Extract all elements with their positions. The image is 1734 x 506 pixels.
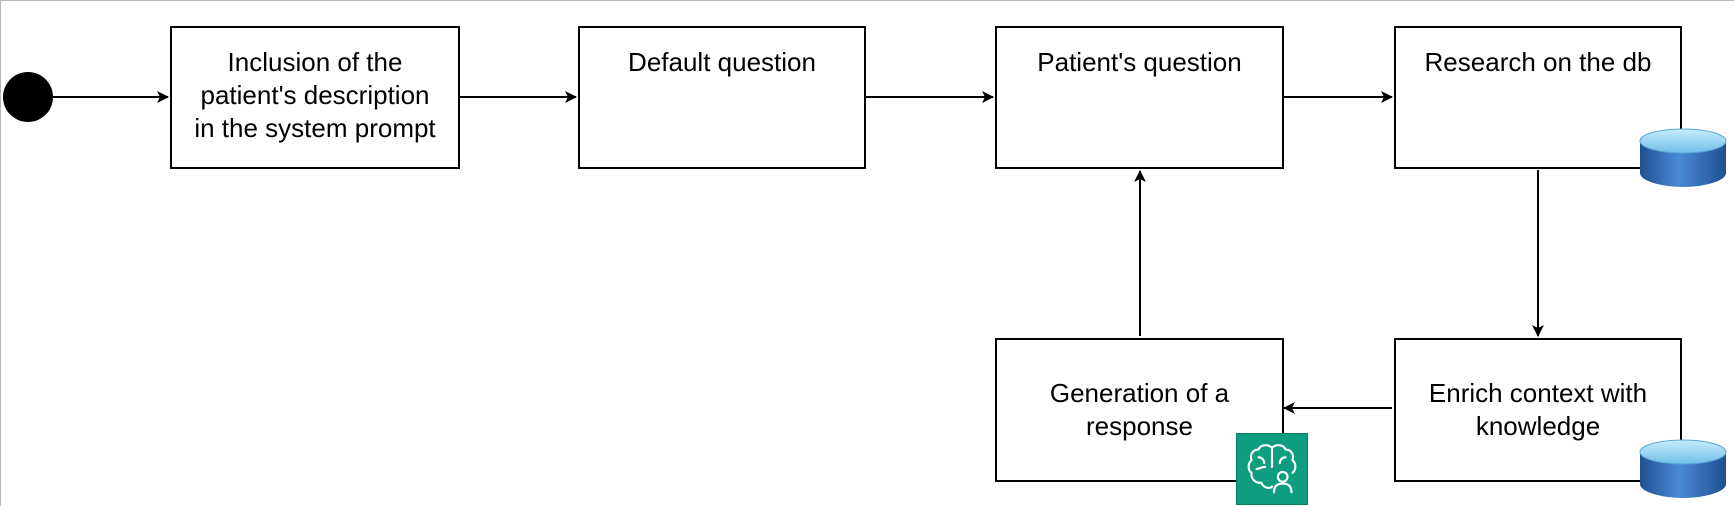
node-default-question[interactable]: Default question [578, 26, 866, 169]
node-patient-question[interactable]: Patient's question [995, 26, 1284, 169]
node-research[interactable]: Research on the db [1394, 26, 1682, 169]
node-generation[interactable]: Generation of a response [995, 338, 1284, 482]
node-default-question-label: Default question [628, 47, 816, 77]
start-node[interactable] [3, 72, 53, 122]
node-inclusion[interactable]: Inclusion of the patient's description i… [170, 26, 460, 169]
database-icon [1639, 128, 1727, 187]
node-enrich[interactable]: Enrich context with knowledge [1394, 338, 1682, 482]
node-generation-label: Generation of a response [1049, 378, 1230, 441]
node-inclusion-label: Inclusion of the patient's description i… [194, 47, 436, 143]
ai-brain-user-icon [1236, 433, 1308, 505]
node-enrich-label: Enrich context with knowledge [1428, 378, 1648, 441]
node-patient-question-label: Patient's question [1037, 47, 1242, 77]
database-icon [1639, 439, 1727, 498]
node-research-label: Research on the db [1424, 47, 1652, 77]
